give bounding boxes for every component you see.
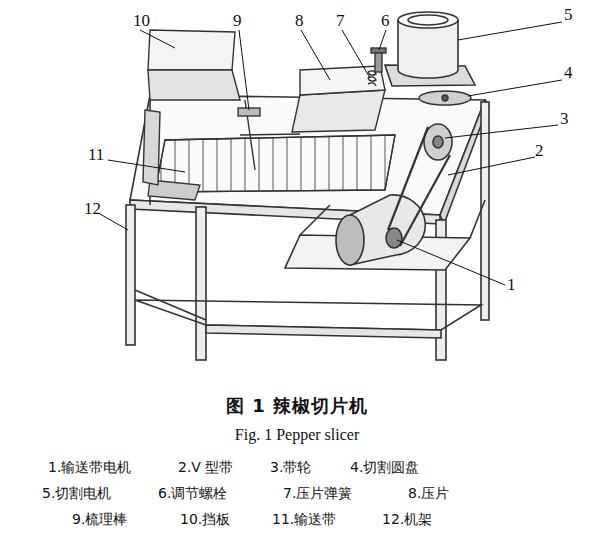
callout-number: 8 bbox=[295, 12, 304, 31]
callout-number: 2 bbox=[535, 142, 544, 161]
callout-number: 7 bbox=[336, 12, 345, 31]
part-name: 8.压片 bbox=[408, 486, 449, 501]
callout-number: 3 bbox=[560, 110, 569, 129]
part-name: 5.切割电机 bbox=[42, 486, 111, 501]
part-name: 3.带轮 bbox=[270, 460, 311, 475]
conveyor-belt bbox=[148, 135, 395, 200]
part-name: 1.输送带电机 bbox=[48, 460, 131, 475]
figure-caption: 图 1 辣椒切片机 bbox=[226, 396, 368, 416]
callout-number: 6 bbox=[381, 12, 390, 31]
callout-number: 5 bbox=[564, 6, 573, 25]
cutting-motor bbox=[385, 12, 475, 86]
callout-number: 12 bbox=[84, 200, 101, 219]
press-assembly bbox=[292, 48, 386, 132]
part-name: 12.机架 bbox=[382, 512, 432, 527]
part-name: 11.输送带 bbox=[272, 512, 336, 527]
callout-number: 9 bbox=[233, 12, 242, 31]
drive bbox=[336, 124, 452, 265]
part-name: 2.V 型带 bbox=[178, 460, 233, 475]
cutting-disc bbox=[419, 91, 471, 105]
callout-number: 10 bbox=[133, 12, 150, 31]
english-caption: Fig. 1 Pepper slicer bbox=[235, 426, 359, 444]
part-name: 7.压片弹簧 bbox=[283, 486, 352, 501]
callout-number: 1 bbox=[507, 276, 516, 295]
comb-bar bbox=[238, 100, 300, 170]
callout-number: 11 bbox=[88, 146, 104, 165]
part-name: 4.切割圆盘 bbox=[350, 460, 419, 475]
part-name: 9.梳理棒 bbox=[72, 512, 127, 527]
machine-frame bbox=[126, 95, 489, 360]
callout-number: 4 bbox=[564, 64, 573, 83]
part-name: 10.挡板 bbox=[180, 512, 230, 527]
leader-lines bbox=[100, 22, 562, 285]
baffle bbox=[143, 30, 240, 185]
part-name: 6.调节螺栓 bbox=[158, 486, 227, 501]
